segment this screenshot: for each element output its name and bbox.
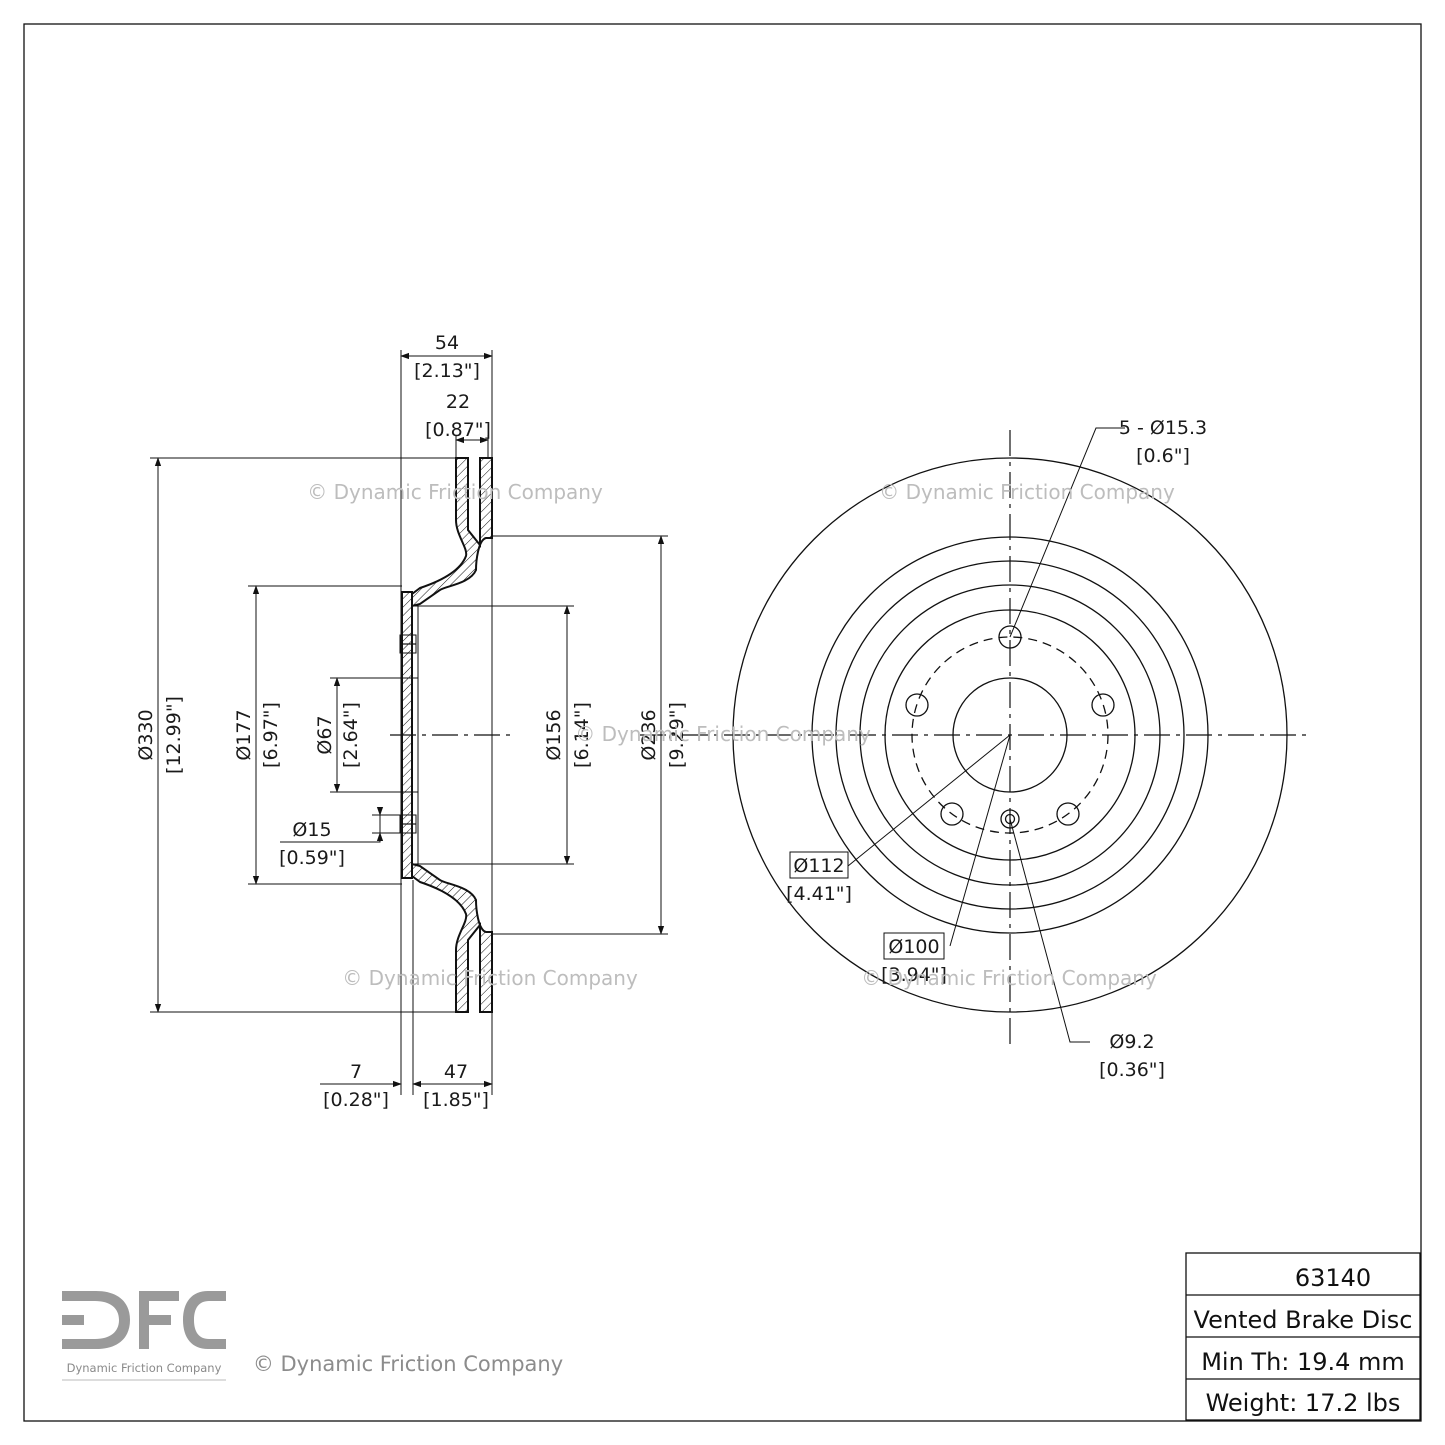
logo-letter-f: [139, 1291, 179, 1301]
dim-47-in: [1.85"]: [423, 1089, 489, 1111]
dim-bolt-holes-mm: 5 - Ø15.3: [1119, 417, 1207, 439]
watermark-text: © Dynamic Friction Company: [861, 966, 1157, 990]
min-thickness: Min Th: 19.4 mm: [1201, 1348, 1405, 1376]
logo-letter-d: [62, 1291, 130, 1349]
hat-edge: [859, 584, 1161, 886]
outer-edge: [732, 457, 1288, 1013]
bolt-hole: [940, 802, 964, 826]
dim-100-mm: Ø100: [888, 936, 939, 958]
front-view: [640, 427, 1310, 1045]
drawing-border: [23, 23, 1422, 1422]
watermark-text: © Dynamic Friction Company: [879, 480, 1175, 504]
dim-15-mm: Ø15: [292, 819, 331, 841]
front-dimensions: 5 - Ø15.3 [0.6"] Ø112 [4.41"] Ø100 [3.94…: [786, 417, 1207, 1081]
logo-letter-c: [183, 1291, 226, 1349]
friction-inner-edge: [811, 536, 1209, 934]
bolt-hole: [998, 625, 1022, 649]
dim-100-in: [3.94"]: [881, 964, 947, 986]
part-number: 63140: [1295, 1264, 1371, 1292]
logo-tagline: Dynamic Friction Company: [67, 1361, 222, 1375]
hub-face: [884, 609, 1136, 861]
dim-7-mm: 7: [350, 1061, 362, 1083]
dim-67-in: [2.64"]: [340, 702, 362, 768]
dfc-logo: Dynamic Friction Company: [62, 1291, 226, 1381]
watermarks: © Dynamic Friction Company © Dynamic Fri…: [253, 480, 1175, 1376]
watermark-text: © Dynamic Friction Company: [307, 480, 603, 504]
watermark-text: © Dynamic Friction Company: [342, 966, 638, 990]
title-block: 63140 Vented Brake Disc Min Th: 19.4 mm …: [1185, 1252, 1421, 1421]
bolt-hole: [905, 693, 929, 717]
part-type: Vented Brake Disc: [1194, 1306, 1413, 1334]
dim-54-in: [2.13"]: [414, 360, 480, 382]
dim-156-mm: Ø156: [543, 709, 565, 760]
watermark-text: © Dynamic Friction Company: [575, 722, 871, 746]
dim-47-mm: 47: [444, 1061, 468, 1083]
section-dimensions: 54 [2.13"] 22 [0.87"] Ø330 [12.99"] Ø177…: [135, 332, 688, 1111]
upper-friction-ring: [411, 457, 493, 608]
locating-hole: [1000, 809, 1020, 829]
dim-156-in: [6.14"]: [571, 702, 593, 768]
dim-9-2-in: [0.36"]: [1099, 1059, 1165, 1081]
bolt-hole: [1056, 802, 1080, 826]
dim-67-mm: Ø67: [314, 715, 336, 754]
dim-177-mm: Ø177: [233, 709, 255, 760]
lower-friction-ring: [411, 862, 493, 1013]
dim-177-in: [6.97"]: [260, 702, 282, 768]
dim-112-mm: Ø112: [793, 855, 844, 877]
center-bore: [952, 677, 1068, 793]
dim-330-mm: Ø330: [135, 709, 157, 760]
dim-22-in: [0.87"]: [425, 419, 491, 441]
copyright-text: © Dynamic Friction Company: [253, 1352, 563, 1376]
weight: Weight: 17.2 lbs: [1206, 1389, 1401, 1417]
dim-9-2-mm: Ø9.2: [1109, 1031, 1154, 1053]
dim-112-in: [4.41"]: [786, 883, 852, 905]
dim-22-mm: 22: [446, 391, 470, 413]
hat-wall: [401, 591, 413, 879]
dim-bolt-holes-in: [0.6"]: [1136, 445, 1190, 467]
section-view: [150, 350, 668, 1095]
dim-236-in: [9.29"]: [666, 702, 688, 768]
dim-15-in: [0.59"]: [279, 847, 345, 869]
dim-7-in: [0.28"]: [323, 1089, 389, 1111]
bolt-hole: [1091, 693, 1115, 717]
bolt-circle: [911, 636, 1109, 834]
dim-54-mm: 54: [435, 332, 459, 354]
dim-330-in: [12.99"]: [163, 696, 185, 774]
